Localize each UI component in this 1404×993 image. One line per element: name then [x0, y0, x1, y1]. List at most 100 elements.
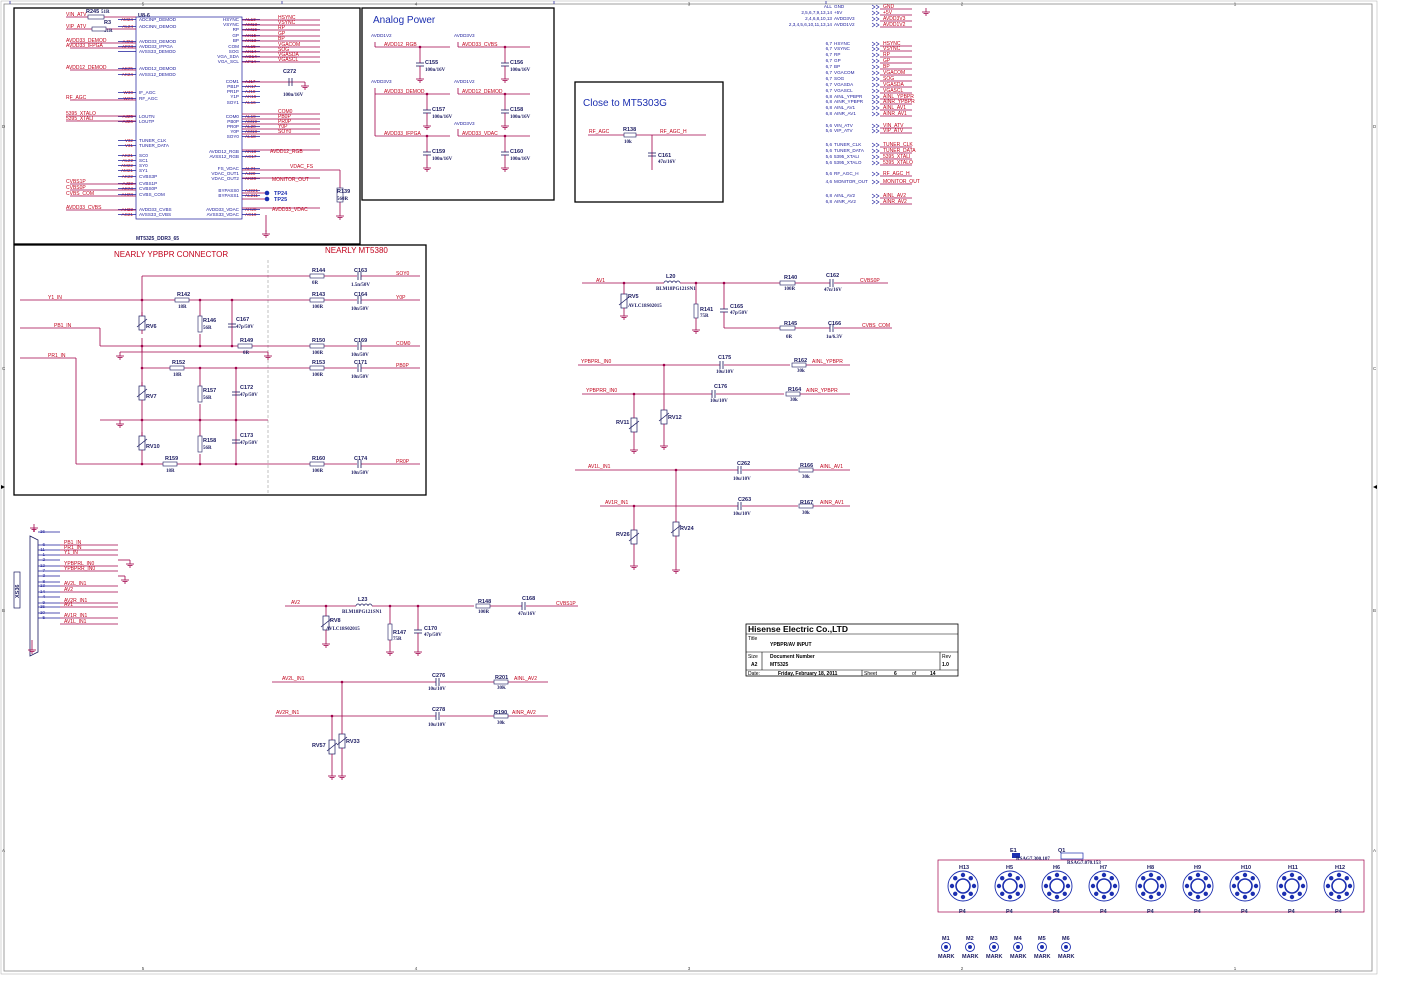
av2-r190-body — [493, 713, 509, 719]
offpage-target-23: RF_AGC_H — [883, 171, 910, 177]
yp-rv6 — [136, 312, 148, 334]
av1-rv5-ref: RV5 — [628, 294, 639, 300]
yp-rv7-ref: RV7 — [146, 394, 157, 400]
offpage-pages-4: 6,7 — [826, 41, 833, 46]
offpage-pages-1: 2,5,6,7,9,13,14 — [801, 10, 832, 15]
conn-net-2: Y1_IN — [64, 550, 78, 556]
offpage-net-2: AVDD3V3 — [834, 16, 855, 21]
ic-left-pin-10: LOUTP — [139, 119, 154, 124]
mount-hole-ref-5: H9 — [1194, 865, 1201, 871]
conn-gnd-2 — [121, 576, 129, 584]
ap-cap-gnd-3 — [501, 122, 509, 130]
yp-r146-body — [197, 315, 203, 333]
mark-m1 — [941, 942, 951, 952]
sheet-label: Sheet — [864, 671, 878, 677]
ic-left-net-11: AVDD33_CVBS — [66, 205, 102, 211]
av2-rv57-ref: RV57 — [312, 743, 326, 749]
yp-c171 — [357, 364, 362, 372]
yp-r142-val: 18R — [178, 305, 187, 310]
mount-e1-ref: E1 — [1010, 848, 1017, 854]
ic-right-net-vsync: VSYNC — [278, 20, 296, 26]
ic-left-pin-7: IF_AGC — [139, 90, 156, 95]
ap-cap-ref-0: C155 — [425, 60, 438, 66]
grid-left-C: C — [2, 366, 6, 371]
r245-val: 51R — [101, 10, 110, 15]
audio-rv24 — [670, 518, 682, 540]
ic-right-net-vgascl: VGASCL — [278, 57, 299, 63]
mount-q1-ref: Q1 — [1058, 848, 1065, 854]
yp-r157-ref: R157 — [203, 388, 216, 394]
of-label: of — [912, 671, 917, 677]
mount-hole-h5 — [994, 870, 1026, 902]
date-label: Date: — [748, 671, 760, 677]
ic-right-pin-10: PB1P — [227, 84, 239, 89]
tp24-dot — [264, 190, 270, 196]
conn-gnd-4 — [30, 524, 38, 532]
docnum-value: MT5325 — [770, 662, 789, 668]
audio-o3-label: AINL_AV1 — [820, 464, 843, 470]
av2-r147-gnd — [386, 648, 394, 656]
mount-hole-ref-1: H5 — [1006, 865, 1013, 871]
ic-right-pin-0: HSYNC — [223, 17, 240, 22]
offpage-target-5: VSYNC — [883, 46, 901, 52]
yp-rv10 — [136, 432, 148, 454]
audio-r166-body — [798, 467, 814, 473]
r3-body — [91, 26, 107, 32]
ic-right-pin-8: VGA_SCL — [218, 59, 240, 64]
offpage-target-6: RP — [883, 52, 891, 58]
offpage-net-26: AINR_AV2 — [834, 199, 856, 204]
offpage-pages-11: 6,7 — [826, 82, 833, 87]
yp-c163-ref: C163 — [354, 268, 367, 274]
yp-c171-ref: C171 — [354, 360, 367, 366]
conn-pin-9: 9 — [42, 600, 45, 605]
audio-r164-body — [785, 391, 801, 397]
av1-c165 — [720, 308, 728, 313]
mount-hole-ref-8: H12 — [1335, 865, 1345, 871]
offpage-net-25: AINL_AV2 — [834, 193, 856, 198]
ic-right-pin-16: PR0P — [227, 124, 239, 129]
offpage-net-12: VGASCL — [834, 88, 853, 93]
conn-net-6: AV2 — [64, 587, 73, 593]
mount-hole-ref-0: H13 — [959, 865, 969, 871]
audio-r162-ref: R162 — [794, 358, 807, 364]
ap-cap-ref-4: C159 — [432, 149, 445, 155]
ic-left-pin-14: SC1 — [139, 158, 148, 163]
ypbpr-parts: R1440RC1631.5n/50VR143100RC16410n/50VR15… — [116, 268, 370, 476]
conn-net-9: AV1R_IN1 — [64, 613, 87, 619]
mount-hole-pin-0: P4 — [959, 909, 967, 915]
yp-r160-body — [309, 461, 325, 467]
av2-c170-val: 47p/50V — [424, 633, 442, 638]
offpage-net-17: VIN_ATV — [834, 123, 854, 128]
audio-av1l-label: AV1L_IN1 — [588, 464, 611, 470]
offpage-target-16: AINR_AV1 — [883, 111, 907, 117]
ap-cap-ref-2: C157 — [432, 107, 445, 113]
conn-pin-8: 8 — [42, 579, 45, 584]
av1-l20-ref: L20 — [666, 274, 675, 280]
av2-out-label: CVBS1P — [556, 601, 576, 607]
av1-out1-label: CVBS0P — [860, 278, 880, 284]
ic-gnd-3 — [336, 212, 344, 220]
conn-pin-10: 10 — [40, 610, 46, 615]
audio-rv12-gnd — [660, 442, 668, 450]
av2-rv33-gnd — [338, 772, 346, 780]
pb1-in-label: PB1_IN — [54, 323, 72, 329]
ic-left-pin-3: AVDD33_IFPGA — [139, 44, 174, 49]
offpage-target-15: AINL_AV1 — [883, 105, 906, 111]
r138-val: 10k — [624, 140, 632, 145]
audio-rv26 — [628, 526, 640, 548]
grid-bottom-4: 4 — [415, 966, 418, 971]
ic-right-net2-pb0p: PB0P — [278, 114, 291, 120]
ic-right-pin-25: BYPASS1 — [218, 193, 239, 198]
ap-cap-val-0: 100n/16V — [425, 68, 446, 73]
audio-ypbprr-label: YPBPRR_IN0 — [586, 388, 617, 394]
yp-rv6-ref: RV6 — [146, 324, 157, 330]
yp-c172-val: 47p/50V — [240, 393, 258, 398]
mount-hole-h10 — [1229, 870, 1261, 902]
ic-left-pin-11: TUNER_CLK — [139, 138, 167, 143]
ap-cap-val-3: 100n/16V — [510, 115, 531, 120]
audio-r164-ref: R164 — [788, 387, 802, 393]
conn-pin-6: 6 — [42, 542, 45, 547]
audio-o1-label: AINL_YPBPR — [812, 359, 843, 365]
c272-ref: C272 — [283, 69, 296, 75]
